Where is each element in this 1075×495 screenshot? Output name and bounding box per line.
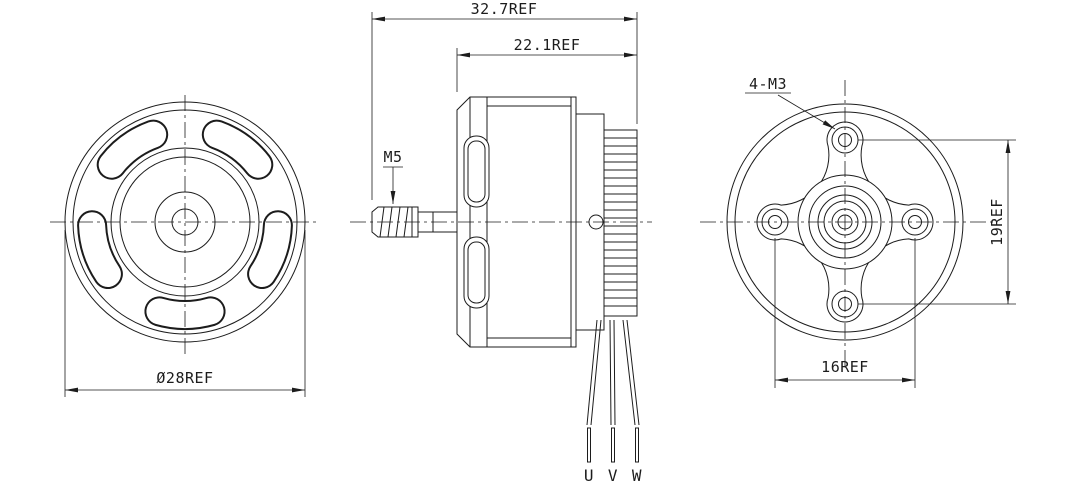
motor-body: [456, 96, 577, 348]
wire-label-w: W: [632, 466, 642, 485]
front-view: Ø28REF: [50, 95, 320, 397]
overall-length-dimension: 32.7REF: [371, 0, 638, 200]
mount-hole-right: [901, 208, 929, 236]
back-view: 4-M3 19REF 16REF: [700, 75, 1016, 388]
horizontal-spacing-dimension: 16REF: [774, 238, 916, 388]
shaft-thread-callout: M5: [383, 148, 403, 204]
shaft-thread-label: M5: [383, 148, 402, 166]
connector-pin-w: [635, 427, 639, 463]
connector-pin-u: [587, 427, 591, 463]
fin-block: [603, 129, 638, 317]
bell-slot-bottom: [463, 236, 490, 309]
wire-label-v: V: [608, 466, 618, 485]
mount-holes-callout: 4-M3: [745, 75, 836, 130]
vertical-spacing-dimension: 19REF: [858, 139, 1016, 305]
front-diameter-label: Ø28REF: [156, 369, 213, 387]
front-diameter-dimension: Ø28REF: [64, 230, 306, 397]
body-length-dimension: 22.1REF: [456, 36, 637, 92]
motor-wires: U V W: [584, 319, 642, 485]
mount-holes-label: 4-M3: [749, 75, 787, 93]
vertical-spacing-label: 19REF: [988, 198, 1006, 246]
body-length-label: 22.1REF: [514, 36, 581, 54]
wire-label-u: U: [584, 466, 594, 485]
cooling-fins: [604, 137, 637, 307]
side-view: U V W 32.7REF 22.1REF M5: [350, 0, 652, 485]
bell-slot-top: [463, 135, 490, 208]
overall-length-label: 32.7REF: [471, 0, 538, 18]
horizontal-spacing-label: 16REF: [821, 358, 869, 376]
connector-pin-v: [611, 427, 615, 463]
